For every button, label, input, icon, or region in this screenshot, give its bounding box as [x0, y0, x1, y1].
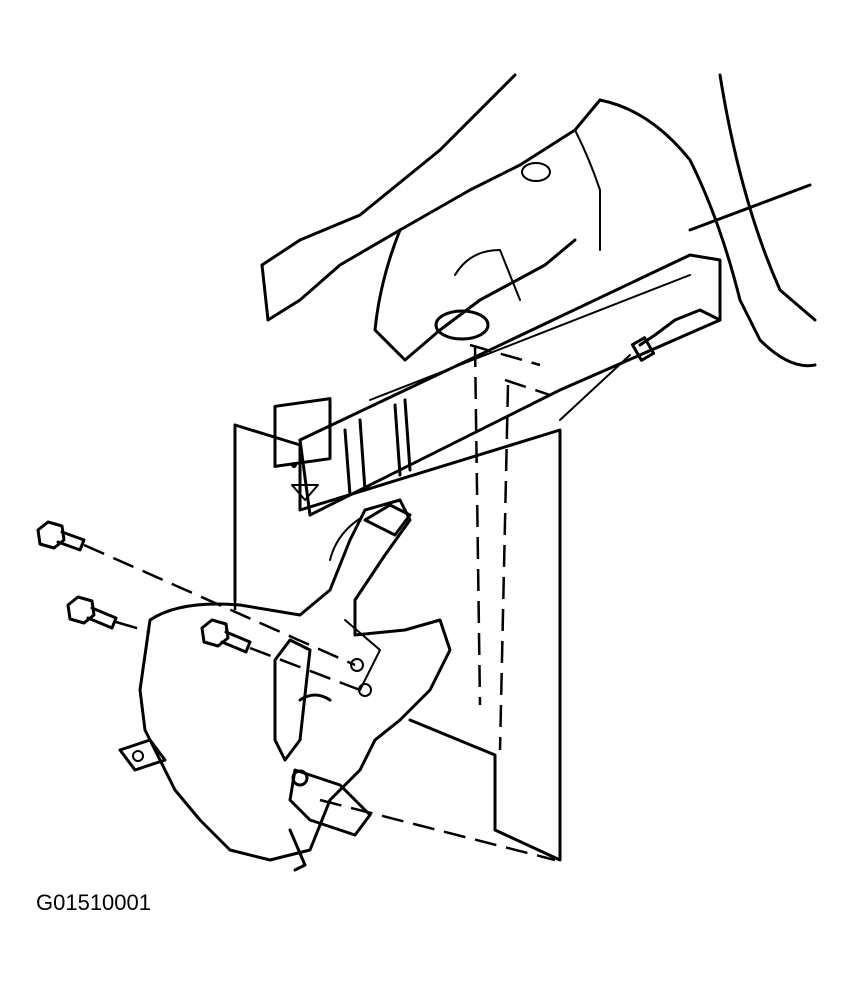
washer-reservoir [118, 498, 452, 872]
mounting-bolt-middle [66, 595, 118, 630]
wheelhouse-body [260, 73, 817, 368]
mounting-bolt-lower [200, 618, 252, 654]
bolt-alignment-lines [83, 343, 556, 862]
mounting-bolt-upper [36, 520, 86, 552]
wire-connector [559, 308, 722, 421]
rail-bracket [273, 397, 332, 501]
figure-id-label: G01510001 [36, 890, 151, 915]
